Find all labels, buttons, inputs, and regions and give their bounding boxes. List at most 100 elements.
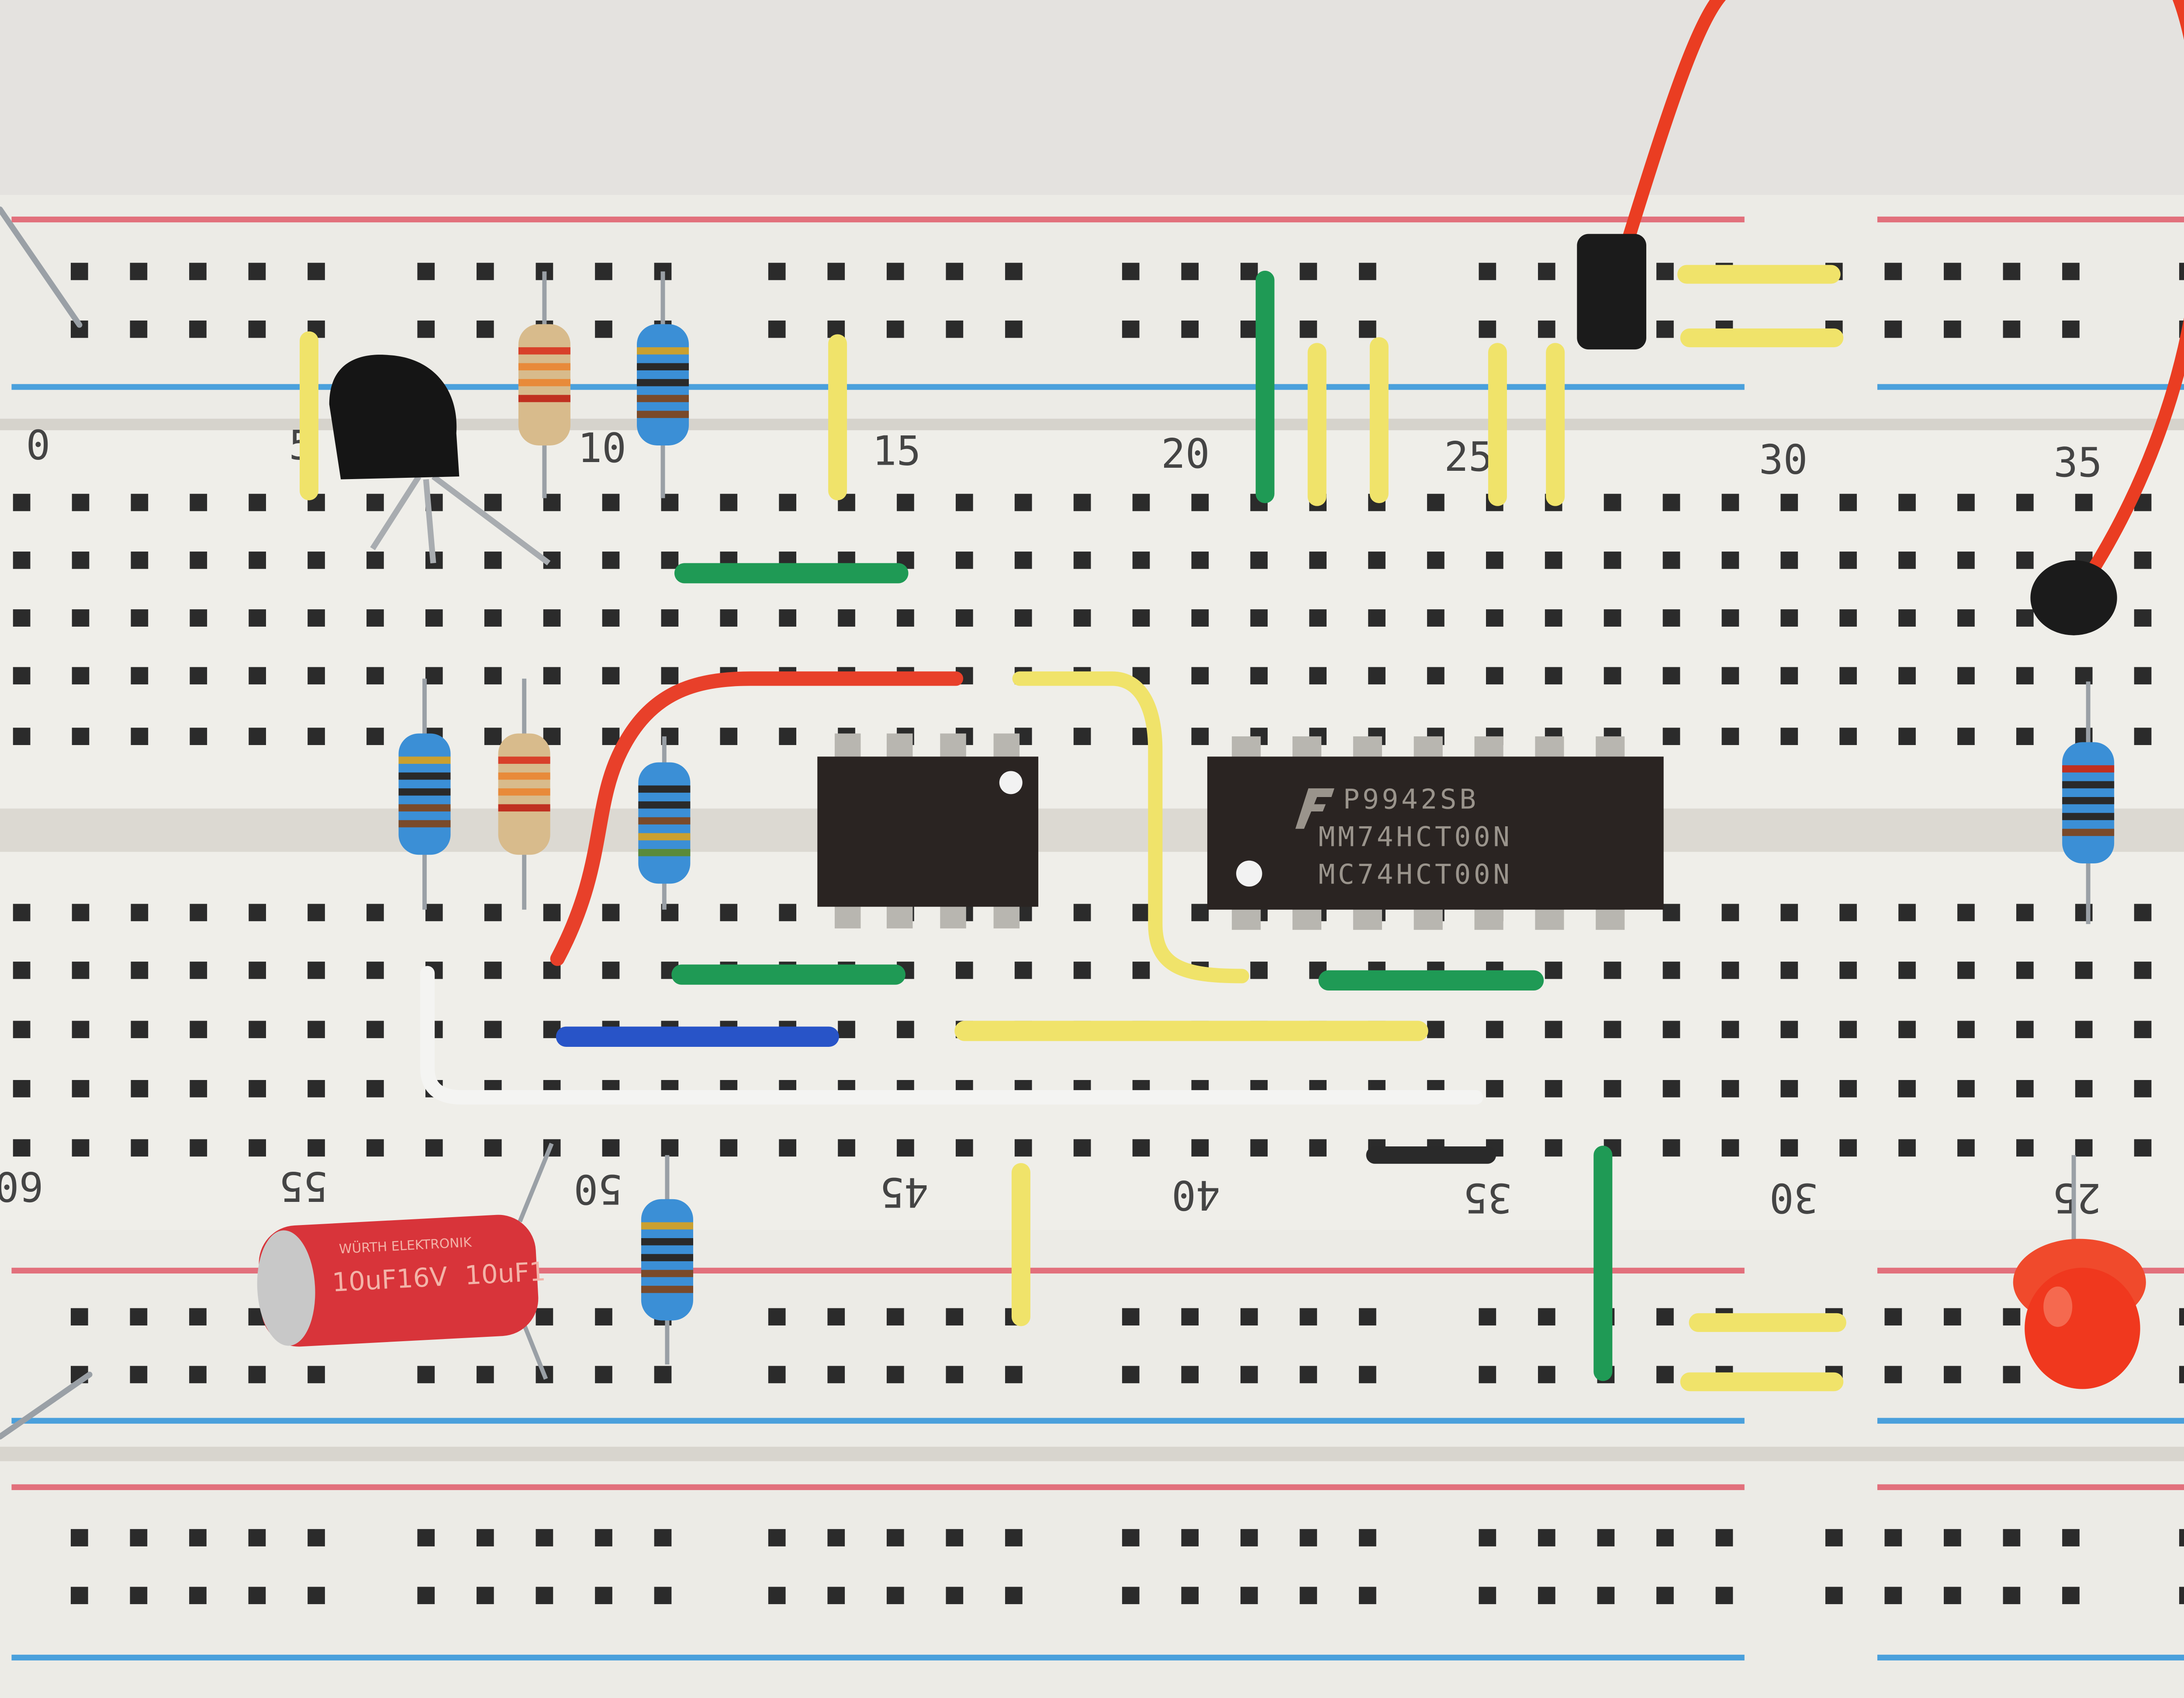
hole	[484, 961, 502, 979]
row-number: 30	[1759, 436, 1807, 483]
hole	[1486, 609, 1503, 627]
hole	[1359, 1529, 1376, 1546]
hole	[1721, 494, 1739, 511]
resistor	[641, 1155, 693, 1365]
hole	[720, 728, 738, 745]
hole	[71, 1587, 88, 1605]
power-rail-line	[1877, 216, 2184, 223]
hole	[886, 1529, 904, 1546]
hole	[768, 1366, 786, 1384]
hole	[720, 494, 738, 511]
hole	[1839, 1139, 1857, 1157]
hole	[2062, 320, 2080, 338]
hole	[190, 667, 207, 685]
hole	[1191, 1139, 1209, 1157]
hole	[1662, 728, 1680, 745]
hole	[1721, 1021, 1739, 1039]
hole	[484, 728, 502, 745]
row-number: 25	[2053, 1174, 2101, 1222]
hole	[1898, 494, 1916, 511]
hole	[1486, 1021, 1503, 1039]
hole	[1603, 551, 1621, 569]
hole	[1957, 961, 1975, 979]
hole	[308, 1587, 325, 1605]
row-number: 0	[26, 421, 51, 469]
hole	[1014, 494, 1032, 511]
hole	[779, 728, 796, 745]
hole	[827, 1366, 845, 1384]
hole	[602, 1139, 620, 1157]
hole	[536, 1308, 553, 1326]
hole	[1299, 1587, 1317, 1605]
hole	[955, 609, 973, 627]
hole	[131, 551, 149, 569]
hole	[1427, 609, 1444, 627]
hole	[2179, 320, 2184, 338]
hole	[190, 494, 207, 511]
hole	[417, 262, 435, 280]
hole	[2062, 1529, 2080, 1546]
hole	[1884, 1529, 1902, 1546]
hole	[595, 320, 612, 338]
hole	[955, 1139, 973, 1157]
hole	[1545, 551, 1562, 569]
hole	[654, 1587, 672, 1605]
hole	[1545, 667, 1562, 685]
hole	[2003, 320, 2021, 338]
hole	[1662, 494, 1680, 511]
hole	[654, 1529, 672, 1546]
resistor	[398, 678, 451, 910]
hole	[1073, 728, 1091, 745]
hole	[1656, 1529, 1674, 1546]
hole	[1538, 1308, 1555, 1326]
ic-label-line3: MC74HCT00N	[1318, 858, 1512, 890]
hole	[366, 609, 384, 627]
row-number: 45	[880, 1169, 928, 1216]
hole	[768, 1308, 786, 1326]
row-number: 35	[2053, 439, 2102, 486]
lead-wire	[0, 1371, 93, 1440]
hole	[1944, 1308, 1961, 1326]
hole	[249, 1139, 266, 1157]
hole	[886, 262, 904, 280]
hole	[13, 961, 31, 979]
hole	[2016, 1080, 2034, 1097]
hole	[189, 1587, 207, 1605]
hole	[425, 667, 443, 685]
hole	[1005, 1366, 1023, 1384]
hole	[955, 961, 973, 979]
hole	[827, 1587, 845, 1605]
hole	[131, 667, 149, 685]
hole	[1603, 667, 1621, 685]
hole	[190, 1139, 207, 1157]
hole	[1486, 1080, 1503, 1097]
hole	[1839, 1080, 1857, 1097]
hole	[779, 494, 796, 511]
hole	[2075, 1139, 2093, 1157]
row-numbers-top: 0 5 10 15 20 25 30 35	[26, 421, 2102, 486]
hole	[602, 494, 620, 511]
hole	[131, 1021, 149, 1039]
hole	[2134, 728, 2152, 745]
hole	[1299, 320, 1317, 338]
hole	[1839, 494, 1857, 511]
hole	[1715, 1529, 1733, 1546]
hole	[1181, 1308, 1199, 1326]
hole	[595, 262, 612, 280]
hole	[602, 609, 620, 627]
hole	[1122, 1587, 1140, 1605]
hole	[1132, 904, 1150, 921]
led-red	[2013, 1155, 2146, 1389]
ic-label-line2: MM74HCT00N	[1318, 821, 1512, 852]
hole	[2134, 1021, 2152, 1039]
hole	[2134, 1080, 2152, 1097]
hole	[1368, 667, 1386, 685]
hole	[1359, 1308, 1376, 1326]
hole	[1427, 667, 1444, 685]
hole	[1250, 667, 1268, 685]
hole	[1780, 904, 1798, 921]
hole	[2134, 1139, 2152, 1157]
row-number: 40	[1171, 1171, 1220, 1218]
hole	[1898, 1080, 1916, 1097]
hole	[308, 1021, 325, 1039]
